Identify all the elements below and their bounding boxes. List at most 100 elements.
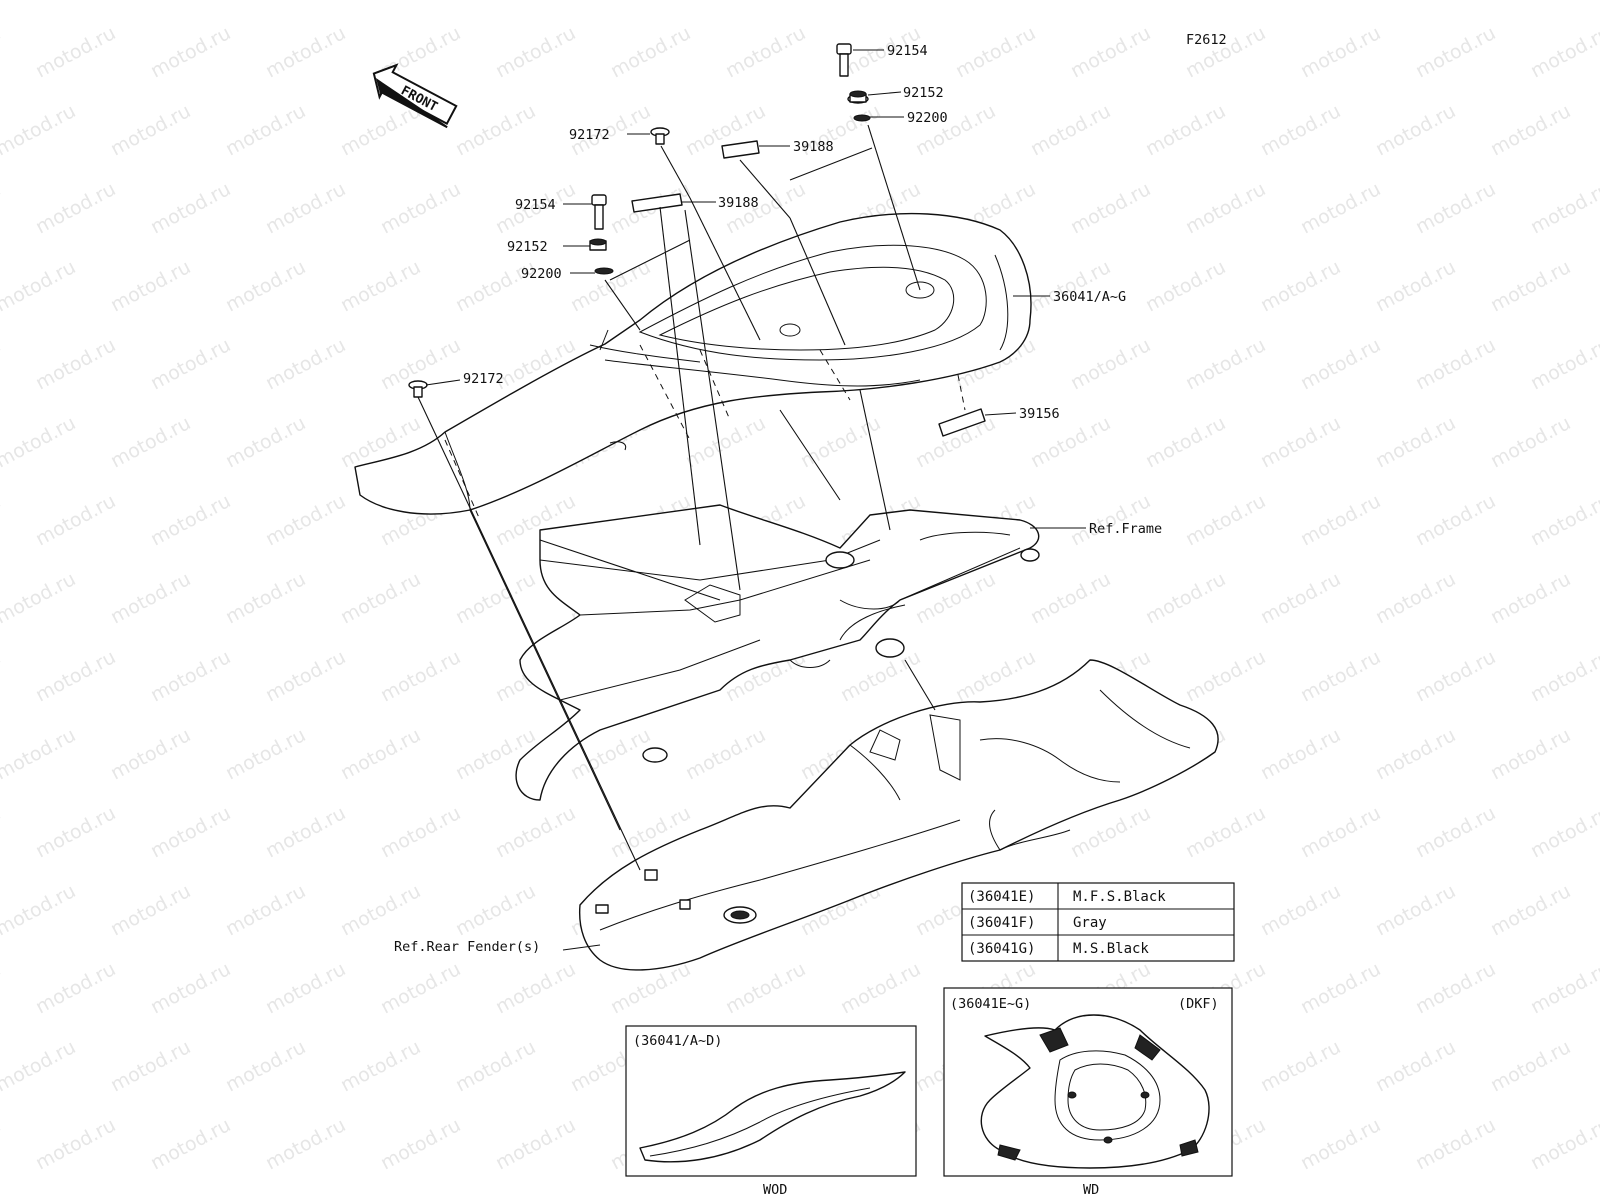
watermark-text: motod.ru (1487, 724, 1574, 784)
watermark-text: motod.ru (1487, 100, 1574, 160)
watermark-text: motod.ru (222, 256, 309, 316)
watermark-text: motod.ru (222, 724, 309, 784)
watermark-text: motod.ru (1067, 22, 1154, 82)
watermark-text: motod.ru (32, 1114, 119, 1174)
watermark-text: motod.ru (147, 1114, 234, 1174)
watermark-text: motod.ru (452, 100, 539, 160)
watermark-text: motod.ru (1412, 802, 1499, 862)
callout-label-39188-top: 39188 (793, 139, 834, 155)
watermark-text: motod.ru (0, 334, 4, 394)
watermark-text: motod.ru (1487, 412, 1574, 472)
bolt-92154-top (836, 43, 852, 77)
watermark-text: motod.ru (32, 22, 119, 82)
collar-92152-top (847, 90, 869, 104)
color-table-color-0: M.F.S.Black (1073, 889, 1166, 905)
watermark-text: motod.ru (1297, 1114, 1384, 1174)
watermark-text: motod.ru (567, 0, 654, 4)
watermark-text: motod.ru (337, 0, 424, 4)
callout-ref-frame: Ref.Frame (1089, 521, 1162, 537)
label-39188-top (721, 140, 760, 159)
watermark-text: motod.ru (1527, 802, 1600, 862)
watermark-text: motod.ru (337, 880, 424, 940)
watermark-text: motod.ru (32, 334, 119, 394)
watermark-text: motod.ru (377, 1114, 464, 1174)
watermark-text: motod.ru (1372, 880, 1459, 940)
watermark-text: motod.ru (1027, 0, 1114, 4)
watermark-text: motod.ru (1527, 646, 1600, 706)
watermark-text: motod.ru (0, 880, 79, 940)
watermark-text: motod.ru (1527, 490, 1600, 550)
watermark-text: motod.ru (0, 802, 4, 862)
watermark-text: motod.ru (1257, 568, 1344, 628)
watermark-text: motod.ru (262, 646, 349, 706)
watermark-text: motod.ru (682, 724, 769, 784)
watermark-text: motod.ru (1412, 22, 1499, 82)
watermark-text: motod.ru (32, 178, 119, 238)
watermark-text: motod.ru (1297, 22, 1384, 82)
inset-wd-label: (36041E~G) (950, 996, 1031, 1012)
watermark-text: motod.ru (1527, 1114, 1600, 1174)
watermark-text: motod.ru (1527, 22, 1600, 82)
callout-washer-92200-left: 92200 (521, 266, 562, 282)
watermark-text: motod.ru (262, 22, 349, 82)
watermark-text: motod.ru (107, 100, 194, 160)
watermark-text: motod.ru (222, 412, 309, 472)
watermark-text: motod.ru (1142, 568, 1229, 628)
watermark-text: motod.ru (337, 256, 424, 316)
frame-ref (515, 504, 1040, 801)
watermark-text: motod.ru (1487, 568, 1574, 628)
watermark-text: motod.ru (262, 334, 349, 394)
watermark-text: motod.ru (1182, 646, 1269, 706)
watermark-text: motod.ru (107, 1036, 194, 1096)
callout-ref-rear-fender: Ref.Rear Fender(s) (394, 939, 540, 955)
figure-code: F2612 (1186, 32, 1227, 48)
watermark-text: motod.ru (1257, 724, 1344, 784)
watermark-text: motod.ru (952, 22, 1039, 82)
watermark-text: motod.ru (377, 958, 464, 1018)
watermark-text: motod.ru (1067, 178, 1154, 238)
watermark-text: motod.ru (912, 0, 999, 4)
watermark-text: motod.ru (1182, 178, 1269, 238)
watermark-text: motod.ru (0, 178, 4, 238)
watermark-text: motod.ru (0, 490, 4, 550)
watermark-text: motod.ru (0, 958, 4, 1018)
watermark-text: motod.ru (1527, 334, 1600, 394)
watermark-text: motod.ru (1412, 334, 1499, 394)
watermark-text: motod.ru (107, 256, 194, 316)
watermark-text: motod.ru (452, 880, 539, 940)
color-table-color-1: Gray (1073, 915, 1107, 931)
watermark-text: motod.ru (1257, 0, 1344, 4)
watermark-text: motod.ru (107, 412, 194, 472)
watermark-text: motod.ru (147, 802, 234, 862)
clip-92172-left (408, 380, 428, 398)
watermark-text: motod.ru (32, 490, 119, 550)
watermark-text: motod.ru (1142, 100, 1229, 160)
watermark-text: motod.ru (682, 412, 769, 472)
watermark-text: motod.ru (0, 100, 79, 160)
watermark-text: motod.ru (1142, 0, 1229, 4)
watermark-text: motod.ru (837, 958, 924, 1018)
seat-cover-36041 (354, 212, 1032, 515)
watermark-text: motod.ru (682, 0, 769, 4)
watermark-text: motod.ru (567, 256, 654, 316)
inset-wd-tag: (DKF) (1178, 996, 1219, 1012)
inset-wod-label: (36041/A~D) (633, 1033, 722, 1049)
watermark-text: motod.ru (377, 646, 464, 706)
watermark-text: motod.ru (1142, 412, 1229, 472)
rear-fender-ref (578, 659, 1219, 971)
leader-lines (417, 49, 1086, 951)
callout-clip-92172-left: 92172 (463, 371, 504, 387)
watermark-text: motod.ru (1297, 802, 1384, 862)
watermark-text: motod.ru (1372, 1036, 1459, 1096)
inset-wod: (36041/A~D) WOD (625, 1025, 917, 1198)
watermark-text: motod.ru (147, 490, 234, 550)
watermark-text: motod.ru (1142, 256, 1229, 316)
watermark-text: motod.ru (32, 802, 119, 862)
washer-92200-left (594, 267, 614, 275)
watermark-text: motod.ru (262, 178, 349, 238)
watermark-text: motod.ru (337, 568, 424, 628)
watermark-text: motod.ru (1487, 256, 1574, 316)
watermark-text: motod.ru (1027, 100, 1114, 160)
watermark-text: motod.ru (222, 0, 309, 4)
watermark-text: motod.ru (1027, 256, 1114, 316)
